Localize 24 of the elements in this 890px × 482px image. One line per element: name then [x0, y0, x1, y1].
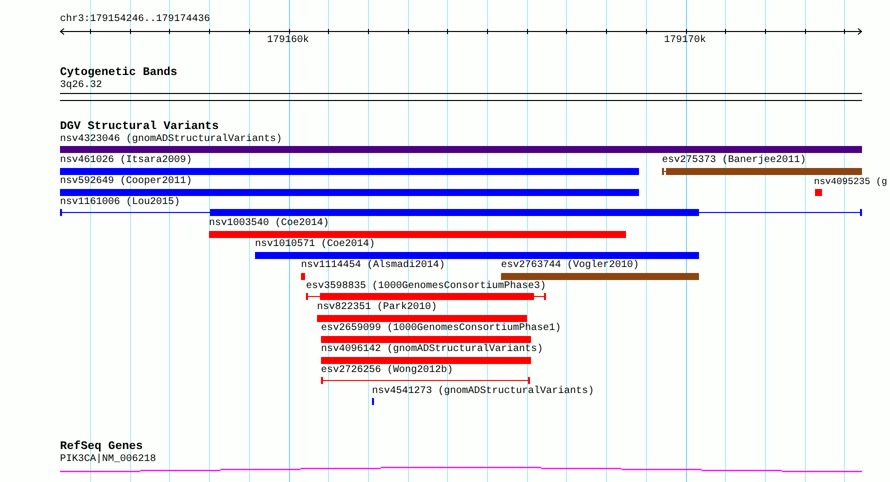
- variant-label: nsv1010571 (Coe2014): [255, 239, 376, 251]
- variant-label: nsv592649 (Cooper2011): [60, 176, 192, 188]
- variant-label: nsv4095235 (g: [814, 176, 888, 188]
- variant-label: esv2726256 (Wong2012b): [321, 365, 454, 377]
- coordinate-label: chr3:179154246..179174436: [60, 14, 210, 26]
- gene-label: PIK3CA|NM_006218: [60, 454, 156, 466]
- variant-label: esv275373 (Banerjee2011): [662, 155, 806, 167]
- variant-label: nsv4541273 (gnomADStructuralVariants): [372, 386, 594, 398]
- variant-label: esv2763744 (Vogler2010): [501, 260, 640, 272]
- variant-label: nsv1161006 (Lou2015): [60, 197, 180, 209]
- track-title: Cytogenetic Bands: [60, 67, 178, 79]
- track-title: RefSeq Genes: [60, 441, 143, 453]
- variant-label: esv2659099 (1000GenomesConsortiumPhase1): [321, 323, 562, 335]
- variant-label: nsv4096142 (gnomADStructuralVariants): [321, 344, 544, 356]
- tick-label: 179170k: [664, 35, 706, 47]
- track-title: DGV Structural Variants: [60, 121, 219, 133]
- variant-label: nsv461026 (Itsara2009): [60, 155, 192, 167]
- band-label: 3q26.32: [60, 80, 102, 92]
- variant-label: nsv4323046 (gnomADStructuralVariants): [60, 134, 282, 146]
- tick-label: 179160k: [267, 35, 310, 47]
- variant-label: esv3598835 (1000GenomesConsortiumPhase3): [306, 281, 546, 293]
- variant-label: nsv822351 (Park2010): [317, 302, 438, 314]
- variant-label: nsv1003540 (Coe2014): [209, 218, 330, 230]
- variant-label: nsv1114454 (Alsmadi2014): [301, 260, 446, 272]
